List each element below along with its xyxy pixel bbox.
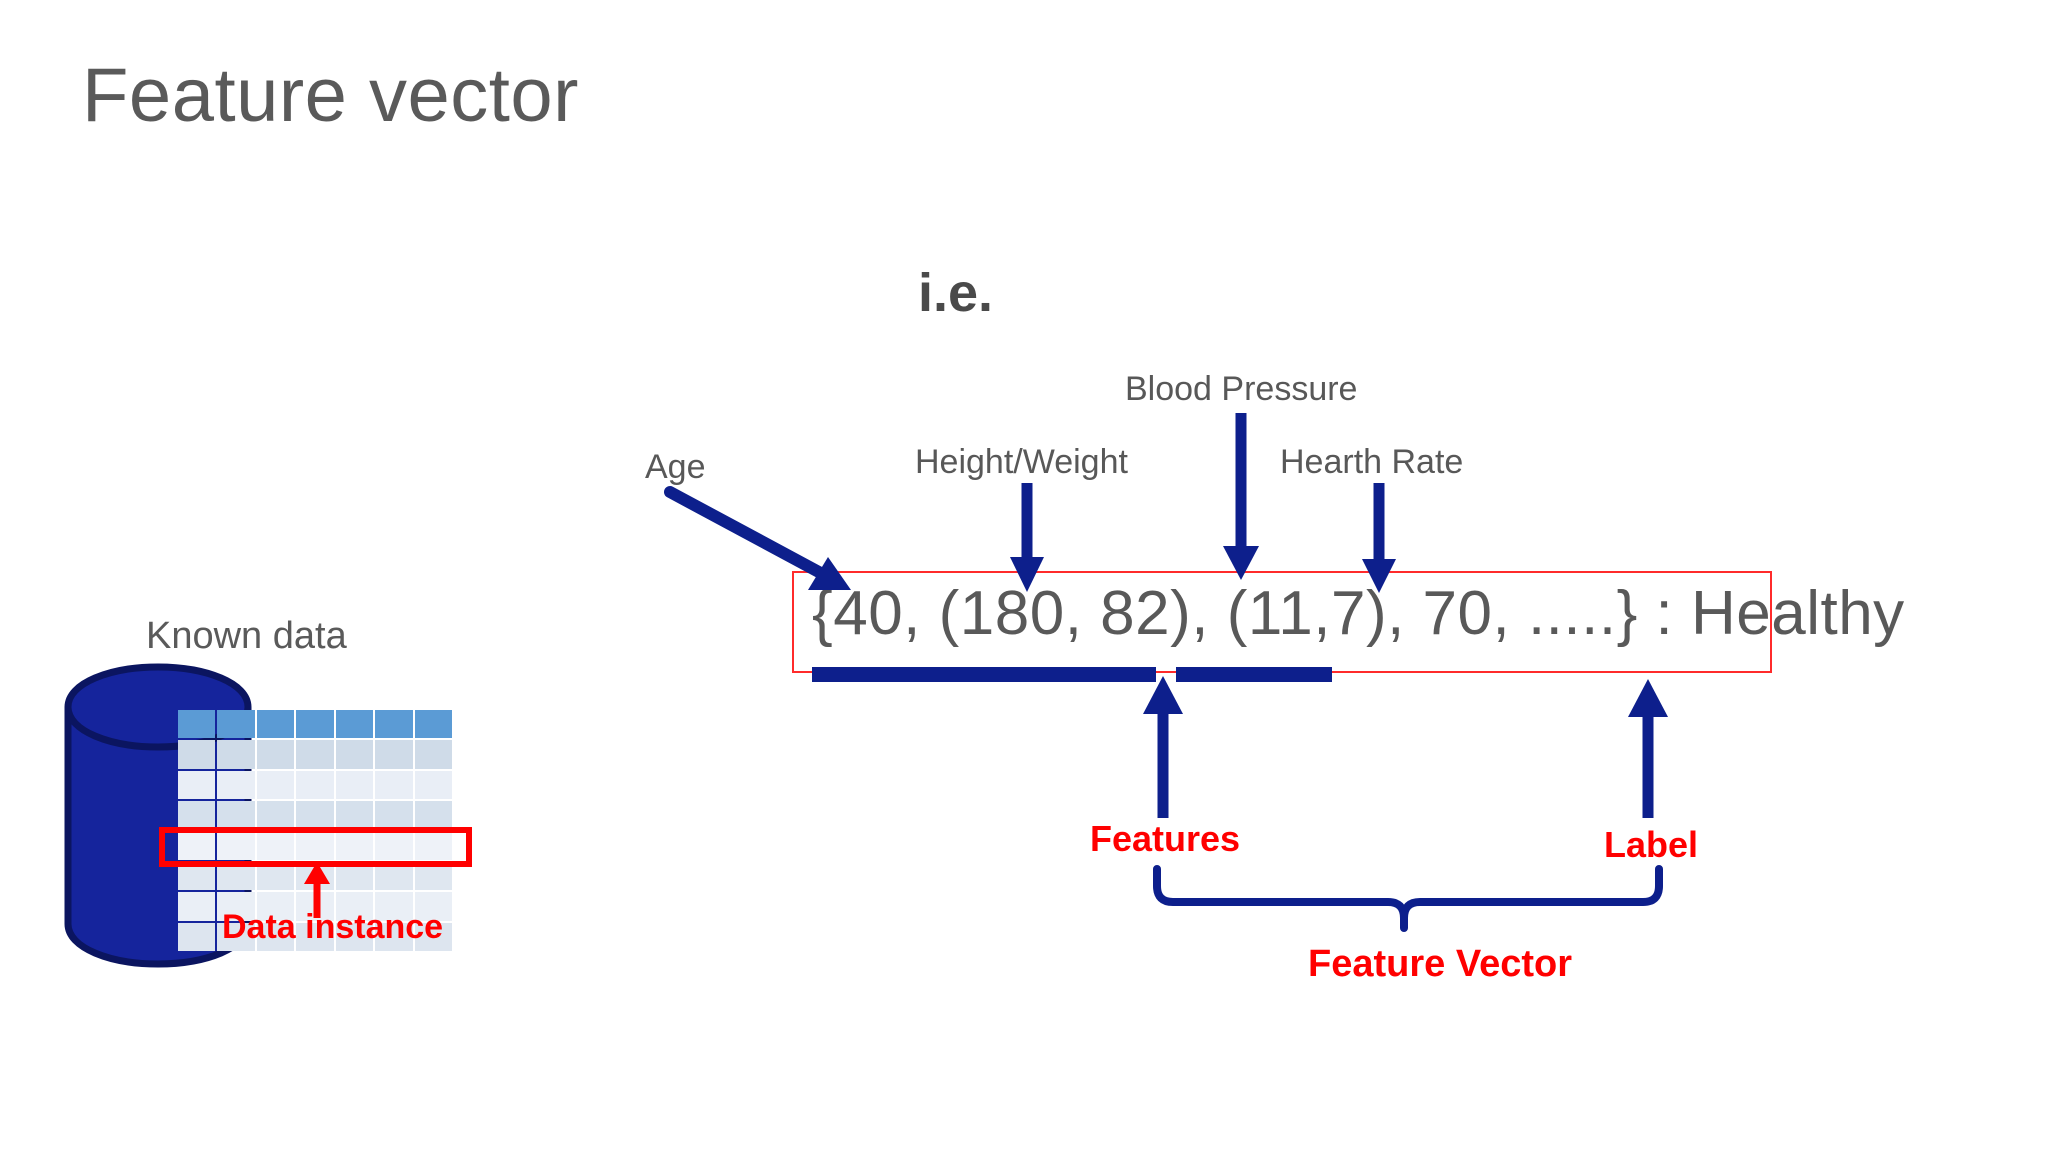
data-instance-arrow-icon	[304, 862, 330, 918]
table-cell	[256, 770, 295, 800]
table-cell	[217, 710, 255, 739]
label-underline-bar	[1176, 667, 1332, 682]
table-cell	[414, 710, 452, 739]
table-cell	[335, 710, 374, 739]
feature-vector-brace-icon	[1153, 865, 1663, 932]
table-cell	[256, 710, 295, 739]
table-cell	[217, 801, 255, 830]
table-row	[178, 922, 452, 951]
table-cell	[217, 922, 255, 951]
features-arrow-icon	[1143, 676, 1183, 818]
table-row	[178, 740, 452, 769]
table-row	[178, 801, 452, 830]
table-cell	[178, 831, 216, 860]
ie-label: i.e.	[918, 263, 994, 323]
table-cell	[375, 892, 413, 921]
table-row-highlighted	[178, 831, 452, 860]
annotation-hearth-rate: Hearth Rate	[1280, 443, 1464, 481]
table-cell	[296, 710, 334, 739]
table-cell	[217, 770, 255, 800]
table-cell	[296, 770, 334, 800]
blood-pressure-arrow-icon	[1223, 413, 1259, 580]
table-cell	[335, 922, 374, 951]
data-instance-highlight-box	[159, 827, 472, 867]
table-cell	[335, 801, 374, 830]
table-cell	[217, 892, 255, 921]
table-cell	[414, 922, 452, 951]
table-cell	[335, 770, 374, 800]
label-arrow-icon	[1628, 679, 1668, 818]
table-cell	[217, 831, 255, 860]
annotation-height-weight: Height/Weight	[915, 443, 1128, 481]
table-cell	[178, 892, 216, 921]
features-underline-bar	[812, 667, 1156, 682]
table-cell	[335, 892, 374, 921]
table-cell	[217, 740, 255, 769]
table-cell	[414, 770, 452, 800]
table-cell	[335, 740, 374, 769]
table-cell	[256, 801, 295, 830]
table-cell	[256, 892, 295, 921]
table-cell	[375, 770, 413, 800]
table-cell	[256, 831, 295, 860]
table-cell	[178, 922, 216, 951]
table-cell	[414, 740, 452, 769]
table-header-row	[178, 710, 452, 739]
label-label: Label	[1604, 824, 1699, 865]
table-cell	[178, 740, 216, 769]
table-cell	[296, 922, 334, 951]
table-cell	[256, 922, 295, 951]
table-cell	[414, 831, 452, 860]
table-row	[178, 892, 452, 921]
table-cell	[296, 801, 334, 830]
table-cell	[375, 831, 413, 860]
table-cell	[178, 710, 216, 739]
feature-vector-label: Feature Vector	[1308, 943, 1572, 985]
table-cell	[296, 831, 334, 860]
page-title: Feature vector	[82, 53, 579, 138]
table-cell	[375, 922, 413, 951]
table-cell	[178, 770, 216, 800]
known-data-caption: Known data	[146, 615, 347, 657]
table-cell	[414, 892, 452, 921]
table-cell	[375, 740, 413, 769]
table-cell	[178, 801, 216, 830]
table-cell	[296, 740, 334, 769]
table-cell	[375, 801, 413, 830]
table-cell	[375, 710, 413, 739]
table-cell	[256, 740, 295, 769]
table-cell	[335, 831, 374, 860]
feature-vector-expression: {40, (180, 82), (11,7), 70, .....} : Hea…	[812, 579, 1905, 648]
data-instance-label: Data instance	[222, 908, 444, 946]
table-cell	[414, 801, 452, 830]
annotation-age: Age	[645, 448, 706, 486]
table-row	[178, 770, 452, 800]
features-label: Features	[1090, 818, 1241, 859]
annotation-blood-pressure: Blood Pressure	[1125, 370, 1358, 408]
